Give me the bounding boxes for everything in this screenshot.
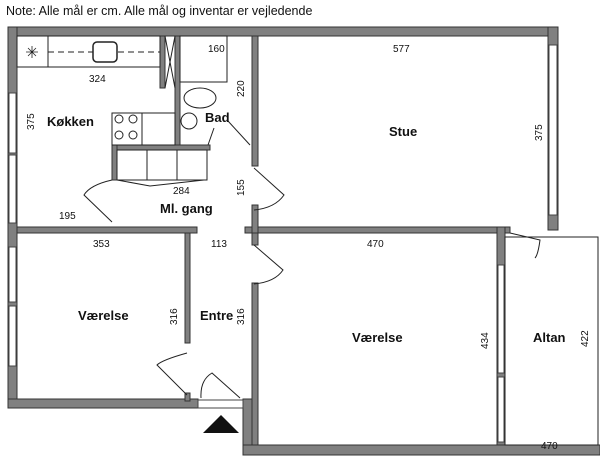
kitchen-counter <box>16 35 176 89</box>
dim-hall-width: 284 <box>173 186 190 197</box>
dim-entrance-width: 113 <box>211 239 227 250</box>
dim-living-width: 577 <box>393 44 410 55</box>
dim-hall-depth: 155 <box>236 179 247 196</box>
dim-kitchen-width: 324 <box>89 74 106 85</box>
doors <box>83 120 599 446</box>
room-label-bedroom-1: Værelse <box>78 308 129 323</box>
dim-bedroom1-width: 353 <box>93 239 110 250</box>
plan-note: Note: Alle mål er cm. Alle mål og invent… <box>6 4 313 18</box>
dim-entrance-depth: 316 <box>236 308 247 325</box>
room-label-bath: Bad <box>205 110 230 125</box>
dim-bath-width: 160 <box>208 44 225 55</box>
dim-kitchen-depth: 375 <box>26 113 37 130</box>
dim-bath-depth: 220 <box>236 80 247 97</box>
dim-bedroom1-depth: 316 <box>169 308 180 325</box>
room-label-living: Stue <box>389 124 417 139</box>
room-label-kitchen: Køkken <box>47 114 94 129</box>
dim-bedroom2-depth: 434 <box>480 332 491 349</box>
windows <box>8 44 558 443</box>
dim-balcony-depth: 422 <box>580 330 591 347</box>
entrance-arrow-icon <box>203 415 239 433</box>
bathroom-fixtures <box>179 35 228 130</box>
dim-balcony-width: 470 <box>541 441 558 452</box>
room-label-hall: Ml. gang <box>160 201 213 216</box>
room-label-balcony: Altan <box>533 330 566 345</box>
room-label-entrance: Entre <box>200 308 233 323</box>
room-label-bedroom-2: Værelse <box>352 330 403 345</box>
dim-hall-side: 195 <box>59 211 76 222</box>
stove <box>111 112 208 181</box>
dim-living-depth: 375 <box>534 124 545 141</box>
dim-bedroom2-width: 470 <box>367 239 384 250</box>
